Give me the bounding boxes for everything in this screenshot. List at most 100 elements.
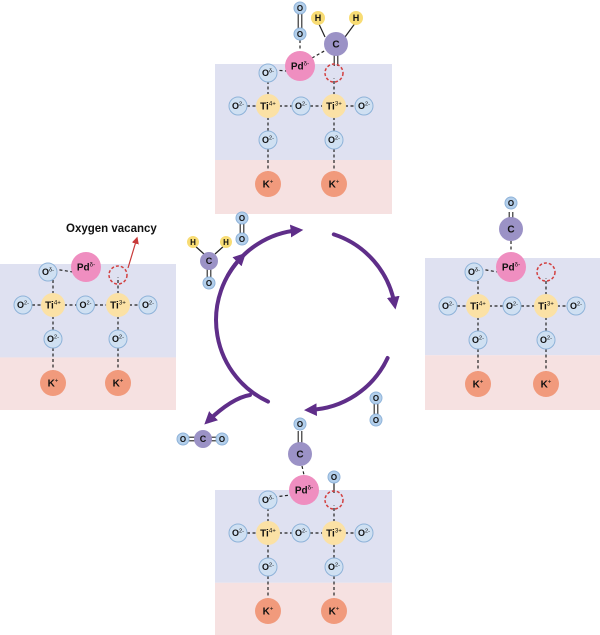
svg-text:C: C xyxy=(507,225,514,236)
svg-text:Ti3+: Ti3+ xyxy=(538,300,554,312)
carbon-atom: C xyxy=(324,32,348,56)
svg-text:O2-: O2- xyxy=(442,301,454,311)
svg-text:O2-: O2- xyxy=(328,135,340,145)
oxygen-ion: O2- xyxy=(468,330,488,350)
cycle-arrow-right xyxy=(331,232,400,310)
oxygen-ion: O2- xyxy=(291,523,311,543)
svg-text:K+: K+ xyxy=(263,178,274,190)
svg-text:C: C xyxy=(332,40,339,51)
titanium-4plus-ion: Ti4+ xyxy=(466,294,490,318)
titanium-4plus-ion: Ti4+ xyxy=(41,293,65,317)
oxygen-atom: O xyxy=(293,417,307,431)
oxygen-vacancy-site xyxy=(324,490,344,510)
hydrogen-atom: H xyxy=(311,11,325,25)
titanium-3plus-ion: Ti3+ xyxy=(106,293,130,317)
oxygen-ion: O2- xyxy=(108,329,128,349)
oxygen-ion: O2- xyxy=(324,557,344,577)
svg-text:O2-: O2- xyxy=(47,334,59,344)
oxygen-ion: O2- xyxy=(258,130,278,150)
oxygen-atom: O xyxy=(327,470,341,484)
oxygen-atom: O xyxy=(235,232,249,246)
svg-text:K+: K+ xyxy=(48,377,59,389)
svg-text:O2-: O2- xyxy=(570,301,582,311)
svg-text:O: O xyxy=(219,435,225,444)
oxygen-ion: O2- xyxy=(228,96,248,116)
svg-text:Ti3+: Ti3+ xyxy=(326,100,342,112)
oxygen-delta-ion: Oδ- xyxy=(464,262,484,282)
vacancy-pointer-arrow xyxy=(127,236,139,269)
oxygen-delta-ion: Oδ- xyxy=(38,262,58,282)
oxygen-atom: O xyxy=(202,276,216,290)
potassium-ion: K+ xyxy=(105,370,131,396)
svg-text:K+: K+ xyxy=(473,378,484,390)
titanium-4plus-ion: Ti4+ xyxy=(256,521,280,545)
state-panel-bottom xyxy=(215,490,392,635)
titanium-4plus-ion: Ti4+ xyxy=(256,94,280,118)
palladium-atom: Pdδ- xyxy=(71,252,101,282)
oxygen-ion: O2- xyxy=(258,557,278,577)
titanium-3plus-ion: Ti3+ xyxy=(322,521,346,545)
svg-text:O2-: O2- xyxy=(506,301,518,311)
svg-text:O: O xyxy=(508,199,514,208)
svg-text:Ti4+: Ti4+ xyxy=(260,527,276,539)
svg-text:Pdδ-: Pdδ- xyxy=(295,484,313,496)
svg-text:Oδ-: Oδ- xyxy=(262,68,274,78)
svg-text:O2-: O2- xyxy=(80,300,92,310)
svg-text:Oδ-: Oδ- xyxy=(468,267,480,277)
palladium-atom: Pdδ- xyxy=(285,51,315,81)
cycle-arrow-bottom xyxy=(303,356,390,417)
svg-text:H: H xyxy=(315,13,322,23)
svg-text:O2-: O2- xyxy=(112,334,124,344)
hydrogen-atom: H xyxy=(220,236,232,248)
oxygen-vacancy-label: Oxygen vacancy xyxy=(66,223,157,235)
oxygen-atom: O xyxy=(293,1,307,15)
titanium-3plus-ion: Ti3+ xyxy=(534,294,558,318)
oxygen-ion: O2- xyxy=(566,296,586,316)
oxygen-ion: O2- xyxy=(76,295,95,315)
palladium-atom: Pdδ- xyxy=(289,475,319,505)
state-panel-left xyxy=(0,264,176,410)
oxygen-atom: O xyxy=(293,27,307,41)
svg-text:O: O xyxy=(297,4,303,13)
svg-text:C: C xyxy=(296,450,303,461)
potassium-ion: K+ xyxy=(321,171,347,197)
svg-text:Ti3+: Ti3+ xyxy=(110,299,126,311)
svg-text:O: O xyxy=(239,214,245,223)
svg-text:O: O xyxy=(239,235,245,244)
svg-text:O: O xyxy=(206,279,212,288)
svg-text:Pdδ-: Pdδ- xyxy=(502,261,520,273)
potassium-ion: K+ xyxy=(255,171,281,197)
potassium-ion: K+ xyxy=(533,371,559,397)
potassium-ion: K+ xyxy=(465,371,491,397)
oxygen-vacancy-site xyxy=(536,262,556,282)
svg-text:O2-: O2- xyxy=(358,528,370,538)
potassium-ion: K+ xyxy=(321,598,347,624)
svg-text:O: O xyxy=(373,416,379,425)
state-panel-top xyxy=(215,64,392,214)
co2-release-arrow xyxy=(204,393,252,425)
svg-text:O2-: O2- xyxy=(472,335,484,345)
svg-text:Oδ-: Oδ- xyxy=(42,267,54,277)
svg-text:Pdδ-: Pdδ- xyxy=(77,261,95,273)
oxygen-ion: O2- xyxy=(354,96,374,116)
svg-text:O2-: O2- xyxy=(17,300,29,310)
svg-text:K+: K+ xyxy=(113,377,124,389)
svg-text:Ti3+: Ti3+ xyxy=(326,527,342,539)
oxygen-atom: O xyxy=(176,432,190,446)
svg-text:O: O xyxy=(180,435,186,444)
svg-text:O: O xyxy=(297,30,303,39)
titanium-3plus-ion: Ti3+ xyxy=(322,94,346,118)
oxygen-ion: O2- xyxy=(138,295,158,315)
hydrogen-atom: H xyxy=(187,236,199,248)
svg-text:O2-: O2- xyxy=(142,300,154,310)
svg-text:O: O xyxy=(373,394,379,403)
palladium-atom: Pdδ- xyxy=(496,252,526,282)
svg-text:K+: K+ xyxy=(541,378,552,390)
svg-text:K+: K+ xyxy=(329,178,340,190)
oxygen-atom: O xyxy=(369,413,383,427)
oxygen-ion: O2- xyxy=(502,296,522,316)
oxygen-ion: O2- xyxy=(354,523,374,543)
oxygen-atom: O xyxy=(235,211,249,225)
hydrogen-atom: H xyxy=(349,11,363,25)
